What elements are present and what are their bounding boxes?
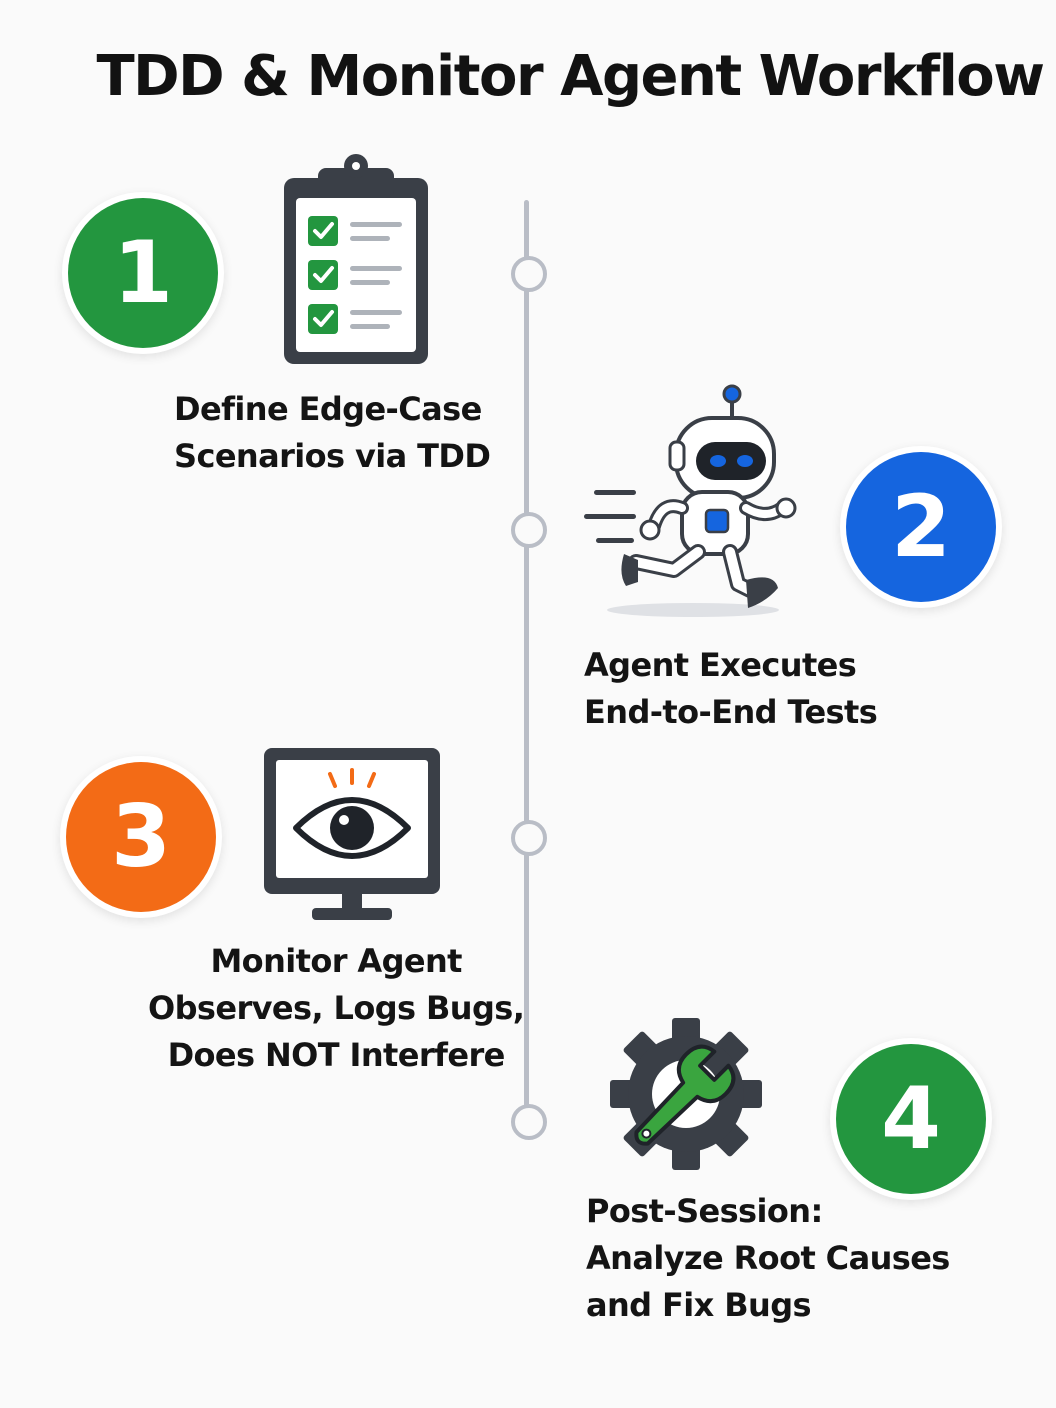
timeline-node-2 <box>511 512 547 548</box>
running-robot-icon <box>584 384 797 617</box>
step-1-badge: 1 <box>68 198 218 348</box>
timeline-node-1 <box>511 256 547 292</box>
step-2-badge: 2 <box>846 452 996 602</box>
step-4-badge: 4 <box>836 1044 986 1194</box>
gear-wrench-icon <box>610 1018 762 1170</box>
timeline-node-4 <box>511 1104 547 1140</box>
step-1-label: Define Edge-Case Scenarios via TDD <box>174 390 491 475</box>
monitor-eye-icon <box>264 748 440 920</box>
clipboard-checklist-icon <box>284 154 428 364</box>
timeline-node-3 <box>511 820 547 856</box>
step-4-label: Post-Session: Analyze Root Causes and Fi… <box>586 1192 950 1324</box>
step-3-label: Monitor Agent Observes, Logs Bugs, Does … <box>148 942 525 1074</box>
step-3-badge: 3 <box>66 762 216 912</box>
step-2-label: Agent Executes End-to-End Tests <box>584 646 878 731</box>
diagram-title: TDD & Monitor Agent Workflow <box>96 44 1045 109</box>
timeline-line <box>524 200 529 1120</box>
